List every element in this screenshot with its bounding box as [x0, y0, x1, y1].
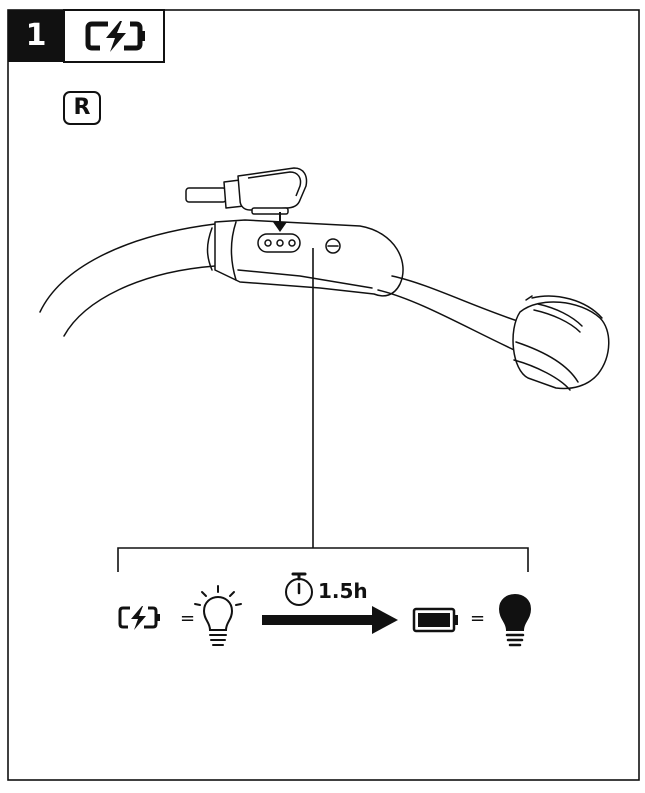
callout-bracket	[117, 248, 529, 572]
side-badge-frame	[63, 91, 101, 125]
equals-sign: =	[470, 608, 485, 629]
equals-sign: =	[180, 608, 195, 629]
bone-conduction-headphones-illustration	[39, 219, 610, 391]
step-number: 1	[25, 18, 47, 53]
light-bulb-solid-icon	[498, 593, 532, 647]
light-bulb-on-icon	[194, 585, 242, 646]
stopwatch-icon	[285, 572, 313, 606]
battery-full-icon	[412, 607, 458, 633]
charge-duration-label: 1.5h	[318, 579, 368, 603]
right-arrow-icon	[262, 606, 398, 634]
magnetic-charging-cable-icon	[185, 167, 308, 215]
battery-charging-icon	[85, 21, 145, 52]
step-number-box	[8, 10, 64, 62]
step-header	[8, 9, 165, 63]
insert-arrow-icon	[273, 212, 287, 232]
battery-charging-icon	[118, 606, 160, 630]
side-label: R	[73, 95, 91, 120]
page-frame	[7, 9, 640, 781]
